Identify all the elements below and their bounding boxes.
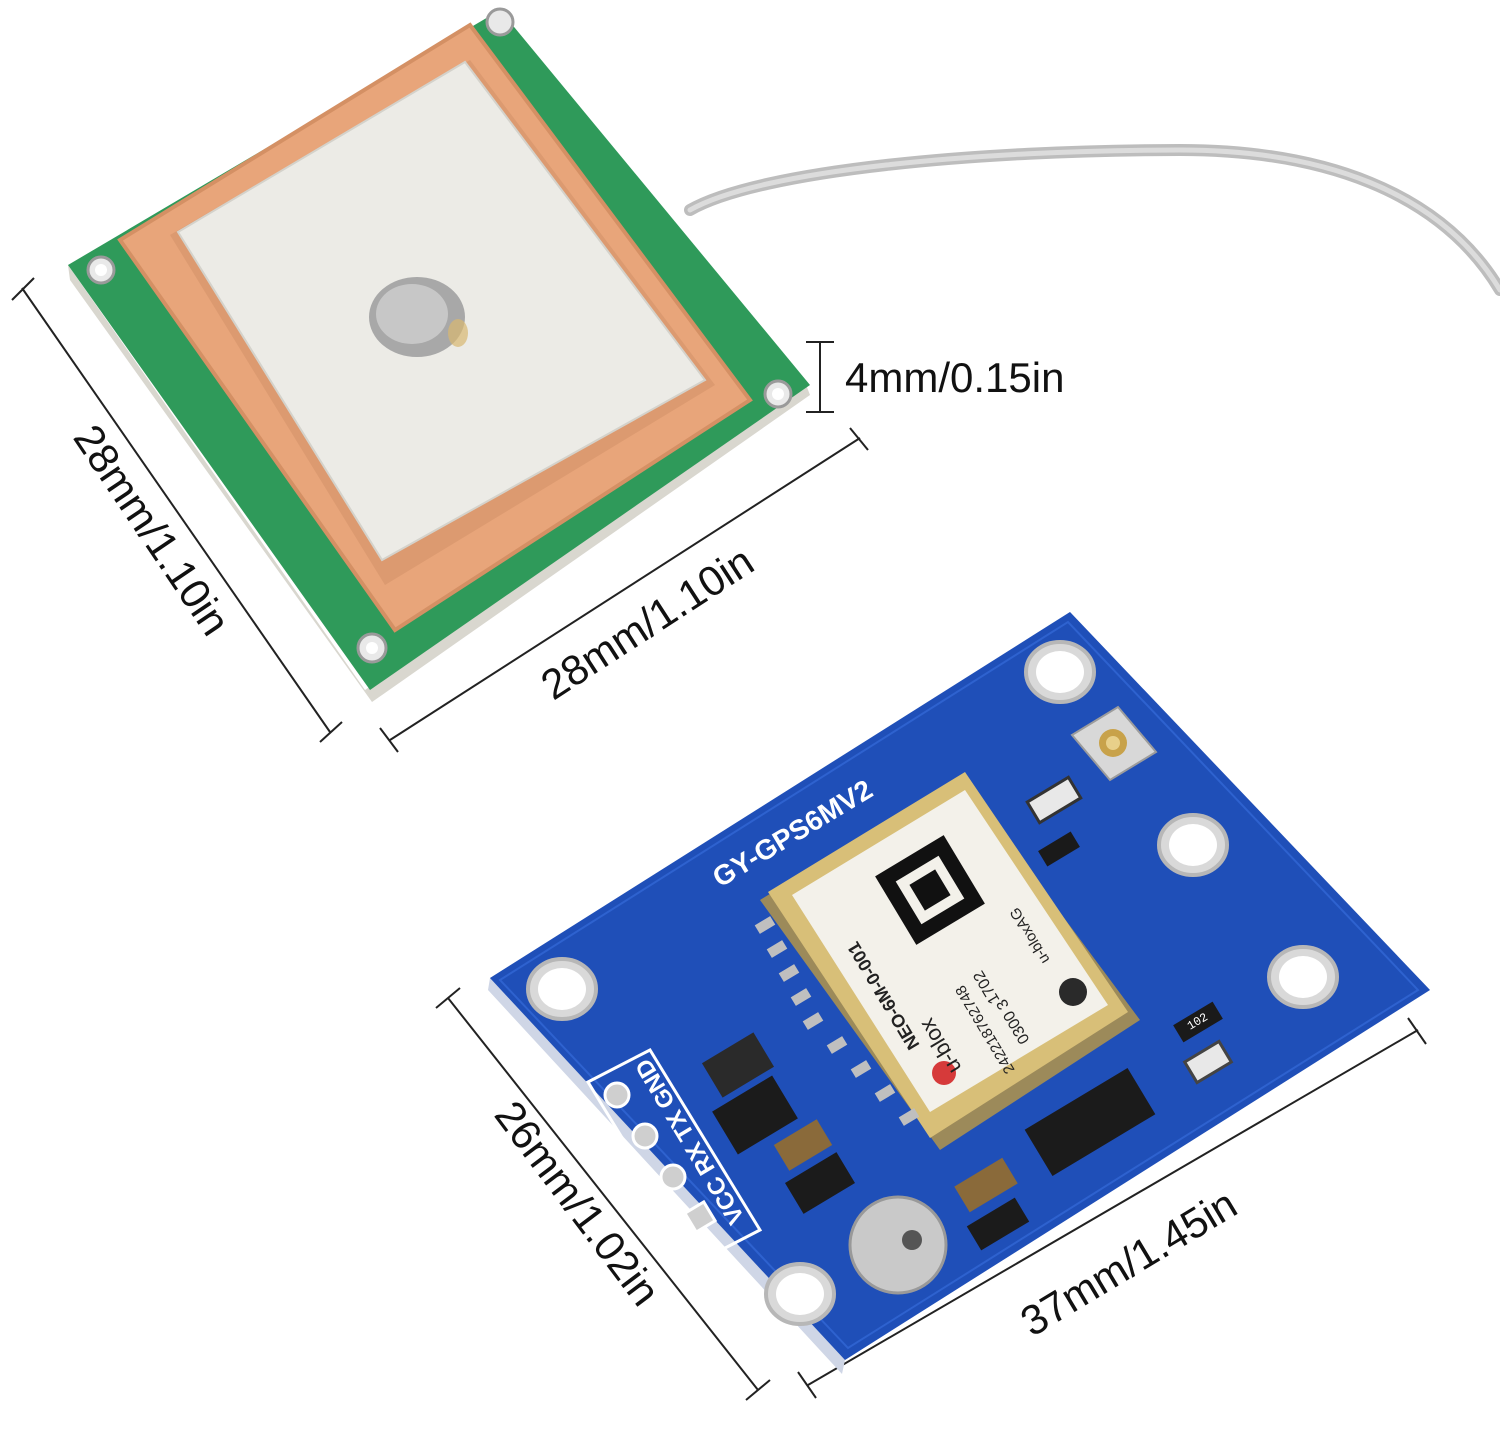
gps-module-shield	[754, 772, 1140, 1150]
ufl-connector-icon	[1070, 705, 1158, 782]
dim-antenna-thickness: 4mm/0.15in	[845, 354, 1064, 401]
antenna-cable	[684, 143, 1500, 296]
dimension-lines	[11, 277, 1427, 1401]
board-mounting-hole-icon	[526, 640, 1339, 1326]
smd-components	[701, 775, 1234, 1295]
gps-module-board: GY-GPS6MV2 VCC RX TX GND u-blox NEO-6M-0…	[488, 612, 1430, 1374]
ceramic-antenna	[68, 7, 810, 702]
mounting-hole-icon	[86, 7, 793, 664]
pin-header	[585, 1048, 763, 1264]
